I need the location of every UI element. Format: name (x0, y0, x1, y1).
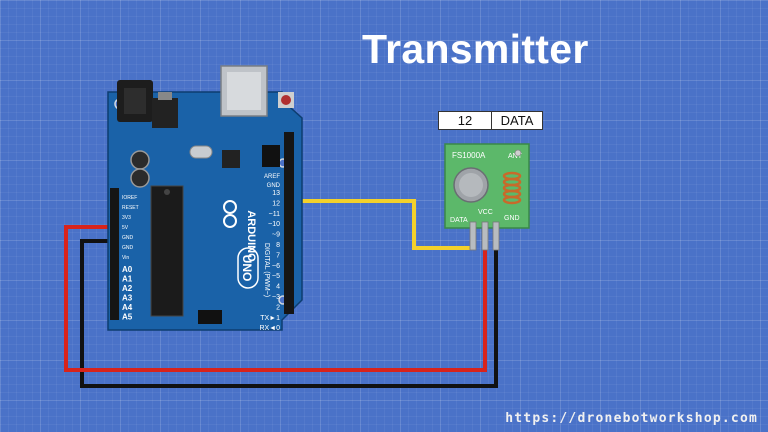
pin-mapping-table: 12 DATA (438, 111, 543, 130)
arduino-model: UNO (240, 255, 254, 282)
module-part-label: FS1000A (452, 151, 486, 160)
digital-pin-label: 12 (272, 200, 280, 207)
power-pin-label: 5V (122, 225, 129, 231)
digital-pin-label: 4 (276, 284, 280, 291)
module-ant-label: ANT (508, 153, 523, 160)
module-gnd-label: GND (504, 215, 520, 222)
module-data-pin (469, 221, 477, 251)
page-title: Transmitter (362, 26, 589, 72)
analog-pin-label: A0 (122, 265, 133, 274)
analog-pin-label: A1 (122, 275, 133, 284)
digital-pin-label: ~3 (272, 294, 280, 301)
module-gnd-pin (492, 221, 500, 251)
digital-pin-label: TX►1 (260, 315, 280, 322)
digital-header-caption: DIGITAL (PWM~) (263, 243, 270, 297)
digital-pin-label: ~11 (269, 211, 280, 218)
power-pin-label: RESET (122, 205, 139, 211)
arduino-pin-cell: 12 (439, 112, 492, 129)
digital-pin-label: 8 (276, 242, 280, 249)
fs1000a-transmitter-module: FS1000A ANT VCC DATA GND (444, 143, 530, 251)
atmega-chip (150, 185, 184, 317)
module-vcc-label: VCC (478, 209, 493, 216)
digital-pin-label: ~9 (272, 232, 280, 239)
power-pin-label: GND (122, 235, 134, 241)
analog-pin-label: A2 (122, 284, 133, 293)
digital-header (284, 132, 294, 314)
gnd-wire (80, 239, 498, 388)
digital-pin-label: 2 (276, 304, 280, 311)
digital-gnd-label: GND (267, 183, 281, 189)
power-pin-label: Vin (122, 255, 129, 261)
digital-pin-label: ~6 (272, 263, 280, 270)
digital-pin-label: ~5 (272, 273, 280, 280)
digital-pin-label: ~10 (268, 221, 280, 228)
module-vcc-pin (481, 221, 489, 251)
module-data-label: DATA (450, 217, 468, 224)
power-pin-label: 3V3 (122, 215, 131, 221)
digital-pin-label: 13 (272, 190, 280, 197)
analog-pin-label: A3 (122, 294, 133, 303)
digital-pin-label: 7 (276, 252, 280, 259)
analog-pin-label: A4 (122, 303, 133, 312)
analog-pin-label: A5 (122, 313, 133, 322)
vcc-wire (64, 225, 487, 372)
power-pin-label: GND (122, 245, 134, 251)
digital-pin-label: RX◄0 (259, 325, 280, 332)
arduino-uno-board: ARDUINO UNO DIGITAL (PWM~) AREFGND1312~1… (107, 65, 303, 332)
footer-url: https://dronebotworkshop.com (505, 411, 758, 426)
aref-label: AREF (264, 174, 280, 180)
power-analog-header (110, 188, 119, 320)
antenna-coil (502, 171, 522, 205)
power-pin-label: IOREF (122, 195, 137, 201)
module-pin-cell: DATA (500, 113, 534, 128)
